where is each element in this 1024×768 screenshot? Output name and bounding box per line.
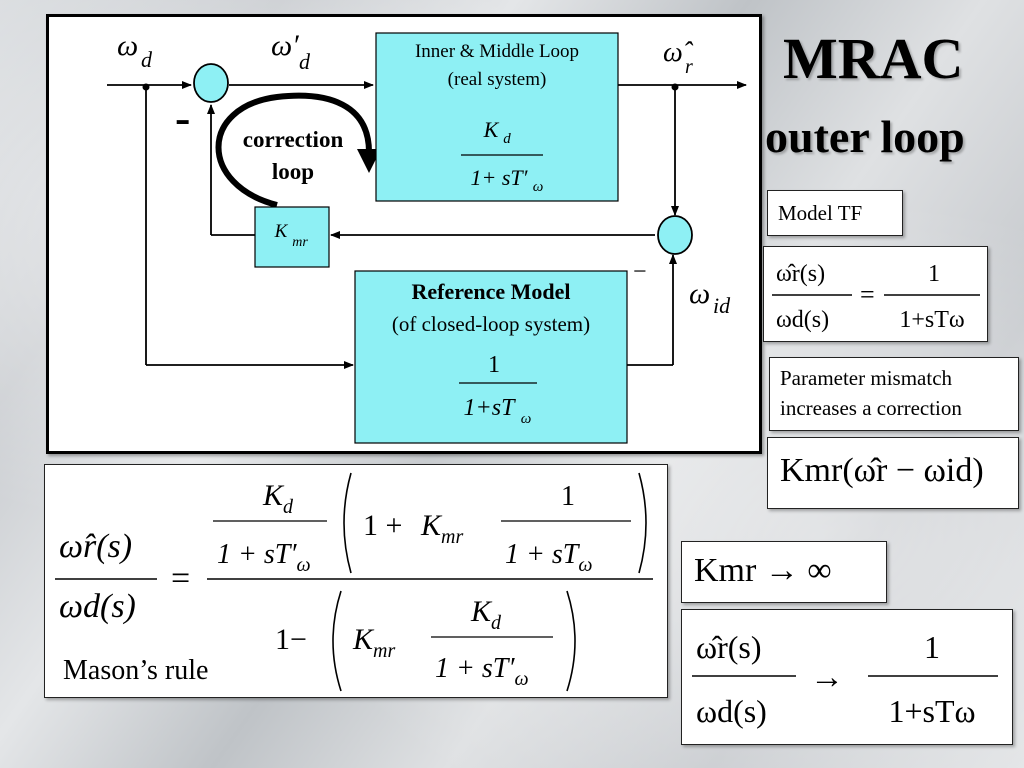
- limit-rhs-num: 1: [924, 629, 940, 665]
- mason-rule-box: ω̂r(s) ωd(s) = Kd 1 + sT′ω 1 + Kmr 1 1 +…: [44, 464, 668, 698]
- limit-rhs-den: 1+sTω: [888, 693, 975, 729]
- model-tf-rhs-num: 1: [928, 261, 940, 287]
- model-tf-label: Model TF: [778, 201, 863, 225]
- summing-node-upper: [193, 63, 229, 103]
- label-omega-id-sub: id: [713, 293, 731, 318]
- kmr-sub: mr: [292, 235, 308, 250]
- correction-formula: Kmr(ω̂r − ωid): [780, 452, 984, 489]
- correction-loop-label-1: correction: [243, 127, 344, 152]
- plant-title-1: Inner & Middle Loop: [415, 41, 579, 62]
- mason-rule-label: Mason’s rule: [63, 655, 208, 686]
- block-diagram: Inner & Middle Loop (real system) K d 1+…: [107, 29, 747, 444]
- reference-title-2: (of closed-loop system): [392, 312, 590, 336]
- limit-formula-box: ω̂r(s) ωd(s) → 1 1+sTω: [681, 609, 1013, 745]
- block-diagram-panel: Inner & Middle Loop (real system) K d 1+…: [46, 14, 762, 454]
- param-mismatch-line1: Parameter mismatch: [780, 366, 953, 390]
- kmr-block: [254, 206, 330, 268]
- plant-den-sub: ω: [533, 179, 544, 195]
- minus-sign-upper: -: [175, 92, 190, 143]
- label-omega-d-sub: d: [141, 47, 153, 72]
- correction-loop-label-2: loop: [272, 159, 314, 184]
- limit-lhs-num: ω̂r(s): [696, 629, 761, 665]
- reference-den-sub: ω: [521, 411, 532, 427]
- label-omega-r-sub: r: [685, 56, 693, 78]
- limit-formula: ω̂r(s) ωd(s) → 1 1+sTω: [692, 629, 998, 729]
- model-tf-lhs-den: ωd(s): [776, 307, 829, 333]
- reference-num: 1: [488, 352, 500, 378]
- correction-loop-arrowhead: [357, 149, 381, 173]
- minus-sign-lower: −: [633, 259, 647, 285]
- mason-num-inner-one: 1: [561, 481, 575, 512]
- label-omega-id: ω: [689, 277, 710, 310]
- model-tf-label-box: Model TF: [767, 190, 903, 236]
- plant-num-sub: d: [503, 131, 511, 147]
- mason-lhs-den: ωd(s): [59, 588, 136, 625]
- plant-num: K: [483, 117, 500, 142]
- reference-title-1: Reference Model: [411, 279, 570, 304]
- mason-den-one: 1−: [275, 623, 307, 656]
- mason-den-den: 1 + sT′ω: [435, 653, 529, 690]
- summing-node-lower: [657, 215, 693, 255]
- model-tf-equals: =: [860, 280, 875, 309]
- mason-num-inner-den: 1 + sTω: [505, 539, 593, 576]
- mason-num-kmr: Kmr: [420, 509, 463, 548]
- title-outer-loop: outer loop: [765, 111, 965, 162]
- label-omega-d-prime: ω′: [271, 29, 299, 62]
- label-omega-d-prime-sub: d: [299, 49, 311, 74]
- plant-title-2: (real system): [448, 69, 547, 90]
- model-tf-rhs-den: 1+sTω: [899, 307, 964, 333]
- mason-num-den: 1 + sT′ω: [217, 539, 311, 576]
- model-tf-formula: ω̂r(s) ωd(s) = 1 1+sTω: [772, 261, 980, 333]
- mason-den-kmr: Kmr: [352, 623, 395, 662]
- correction-loop-arc: [215, 92, 372, 208]
- limit-lhs-den: ωd(s): [696, 693, 767, 729]
- mason-rule-formula: ω̂r(s) ωd(s) = Kd 1 + sT′ω 1 + Kmr 1 1 +…: [55, 472, 653, 692]
- mason-lhs-num: ω̂r(s): [59, 528, 132, 565]
- param-mismatch-box: Parameter mismatch increases a correctio…: [769, 357, 1019, 431]
- mason-num-kd: Kd: [262, 479, 294, 518]
- mason-equals: =: [171, 560, 190, 597]
- param-mismatch-line2: increases a correction: [780, 396, 962, 420]
- reference-den: 1+sT: [464, 395, 517, 421]
- limit-arrow: →: [810, 659, 844, 696]
- title-mrac: MRAC: [783, 26, 964, 91]
- correction-formula-box: Kmr(ω̂r − ωid): [767, 437, 1019, 509]
- kmr-label: K: [274, 221, 289, 242]
- kmr-infinity-box: Kmr → ∞: [681, 541, 887, 603]
- mason-num-one: 1 +: [363, 509, 402, 542]
- model-tf-formula-box: ω̂r(s) ωd(s) = 1 1+sTω: [763, 246, 988, 342]
- kmr-infinity: Kmr → ∞: [694, 552, 832, 589]
- label-omega-d: ω: [117, 29, 138, 62]
- mason-den-kd: Kd: [470, 595, 502, 634]
- reference-model-block: [354, 270, 628, 444]
- model-tf-lhs-num: ω̂r(s): [776, 261, 825, 287]
- plant-block: [375, 32, 619, 202]
- plant-den: 1+ sT′: [471, 165, 529, 190]
